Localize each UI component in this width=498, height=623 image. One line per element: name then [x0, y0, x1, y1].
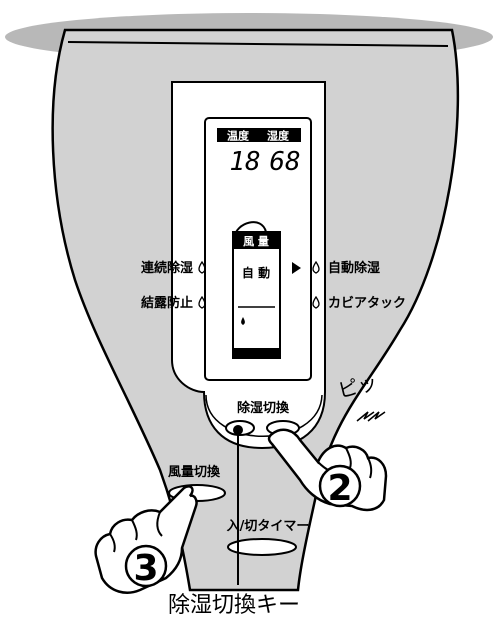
humidity-value: 68 — [269, 147, 300, 177]
step-2-number: 2 — [327, 468, 352, 509]
drop-icon — [241, 317, 245, 325]
fan-switch-label: 風量切換 — [168, 464, 221, 480]
hand-2-knuckle-1 — [345, 447, 352, 469]
mode-condensation: 結露防止 — [141, 295, 193, 311]
step-3-number: 3 — [133, 548, 158, 589]
fan-bar — [233, 348, 280, 358]
continuous-drop-icon — [198, 260, 206, 274]
header-humidity: 湿度 — [267, 129, 290, 143]
fan-label-bg — [233, 232, 280, 249]
hand-3-knuckle-1 — [131, 519, 138, 541]
step-3-circle — [124, 544, 168, 588]
mode-arrow-icon — [292, 262, 301, 274]
condensation-drop-icon — [198, 295, 206, 309]
auto-drop-icon — [312, 260, 320, 274]
panel-bottom — [205, 394, 323, 437]
timer-button[interactable] — [227, 538, 297, 556]
hand-2-knuckle-2 — [367, 457, 373, 479]
caption-dehumidify-key: 除湿切換キー — [168, 593, 300, 618]
fan-panel — [232, 231, 281, 359]
temperature-value: 18 — [229, 147, 260, 177]
hand-step-3: 3 — [94, 485, 198, 594]
mode-auto: 自動除湿 — [328, 260, 380, 276]
mold-drop-icon — [312, 295, 320, 309]
top-edge-line — [67, 41, 449, 47]
lcd-header — [217, 128, 301, 142]
hand-3-finger-line — [156, 511, 163, 537]
dehumidify-switch-label: 除湿切換 — [237, 400, 290, 416]
beep-zigzag-2 — [367, 411, 386, 422]
step-2-circle — [318, 464, 362, 508]
beep-zigzag — [356, 411, 375, 422]
mode-continuous: 連続除湿 — [141, 260, 193, 276]
fan-label: 風 量 — [243, 235, 269, 248]
hand-3-shape — [94, 485, 198, 594]
timer-label: 入/切タイマー — [227, 519, 310, 534]
header-temperature: 温度 — [227, 129, 250, 143]
fan-value: 自 動 — [242, 265, 270, 280]
hand-step-2: 2 — [267, 428, 388, 512]
mode-mold: カビアタック — [328, 295, 406, 311]
hand-3-knuckle-2 — [109, 533, 116, 553]
